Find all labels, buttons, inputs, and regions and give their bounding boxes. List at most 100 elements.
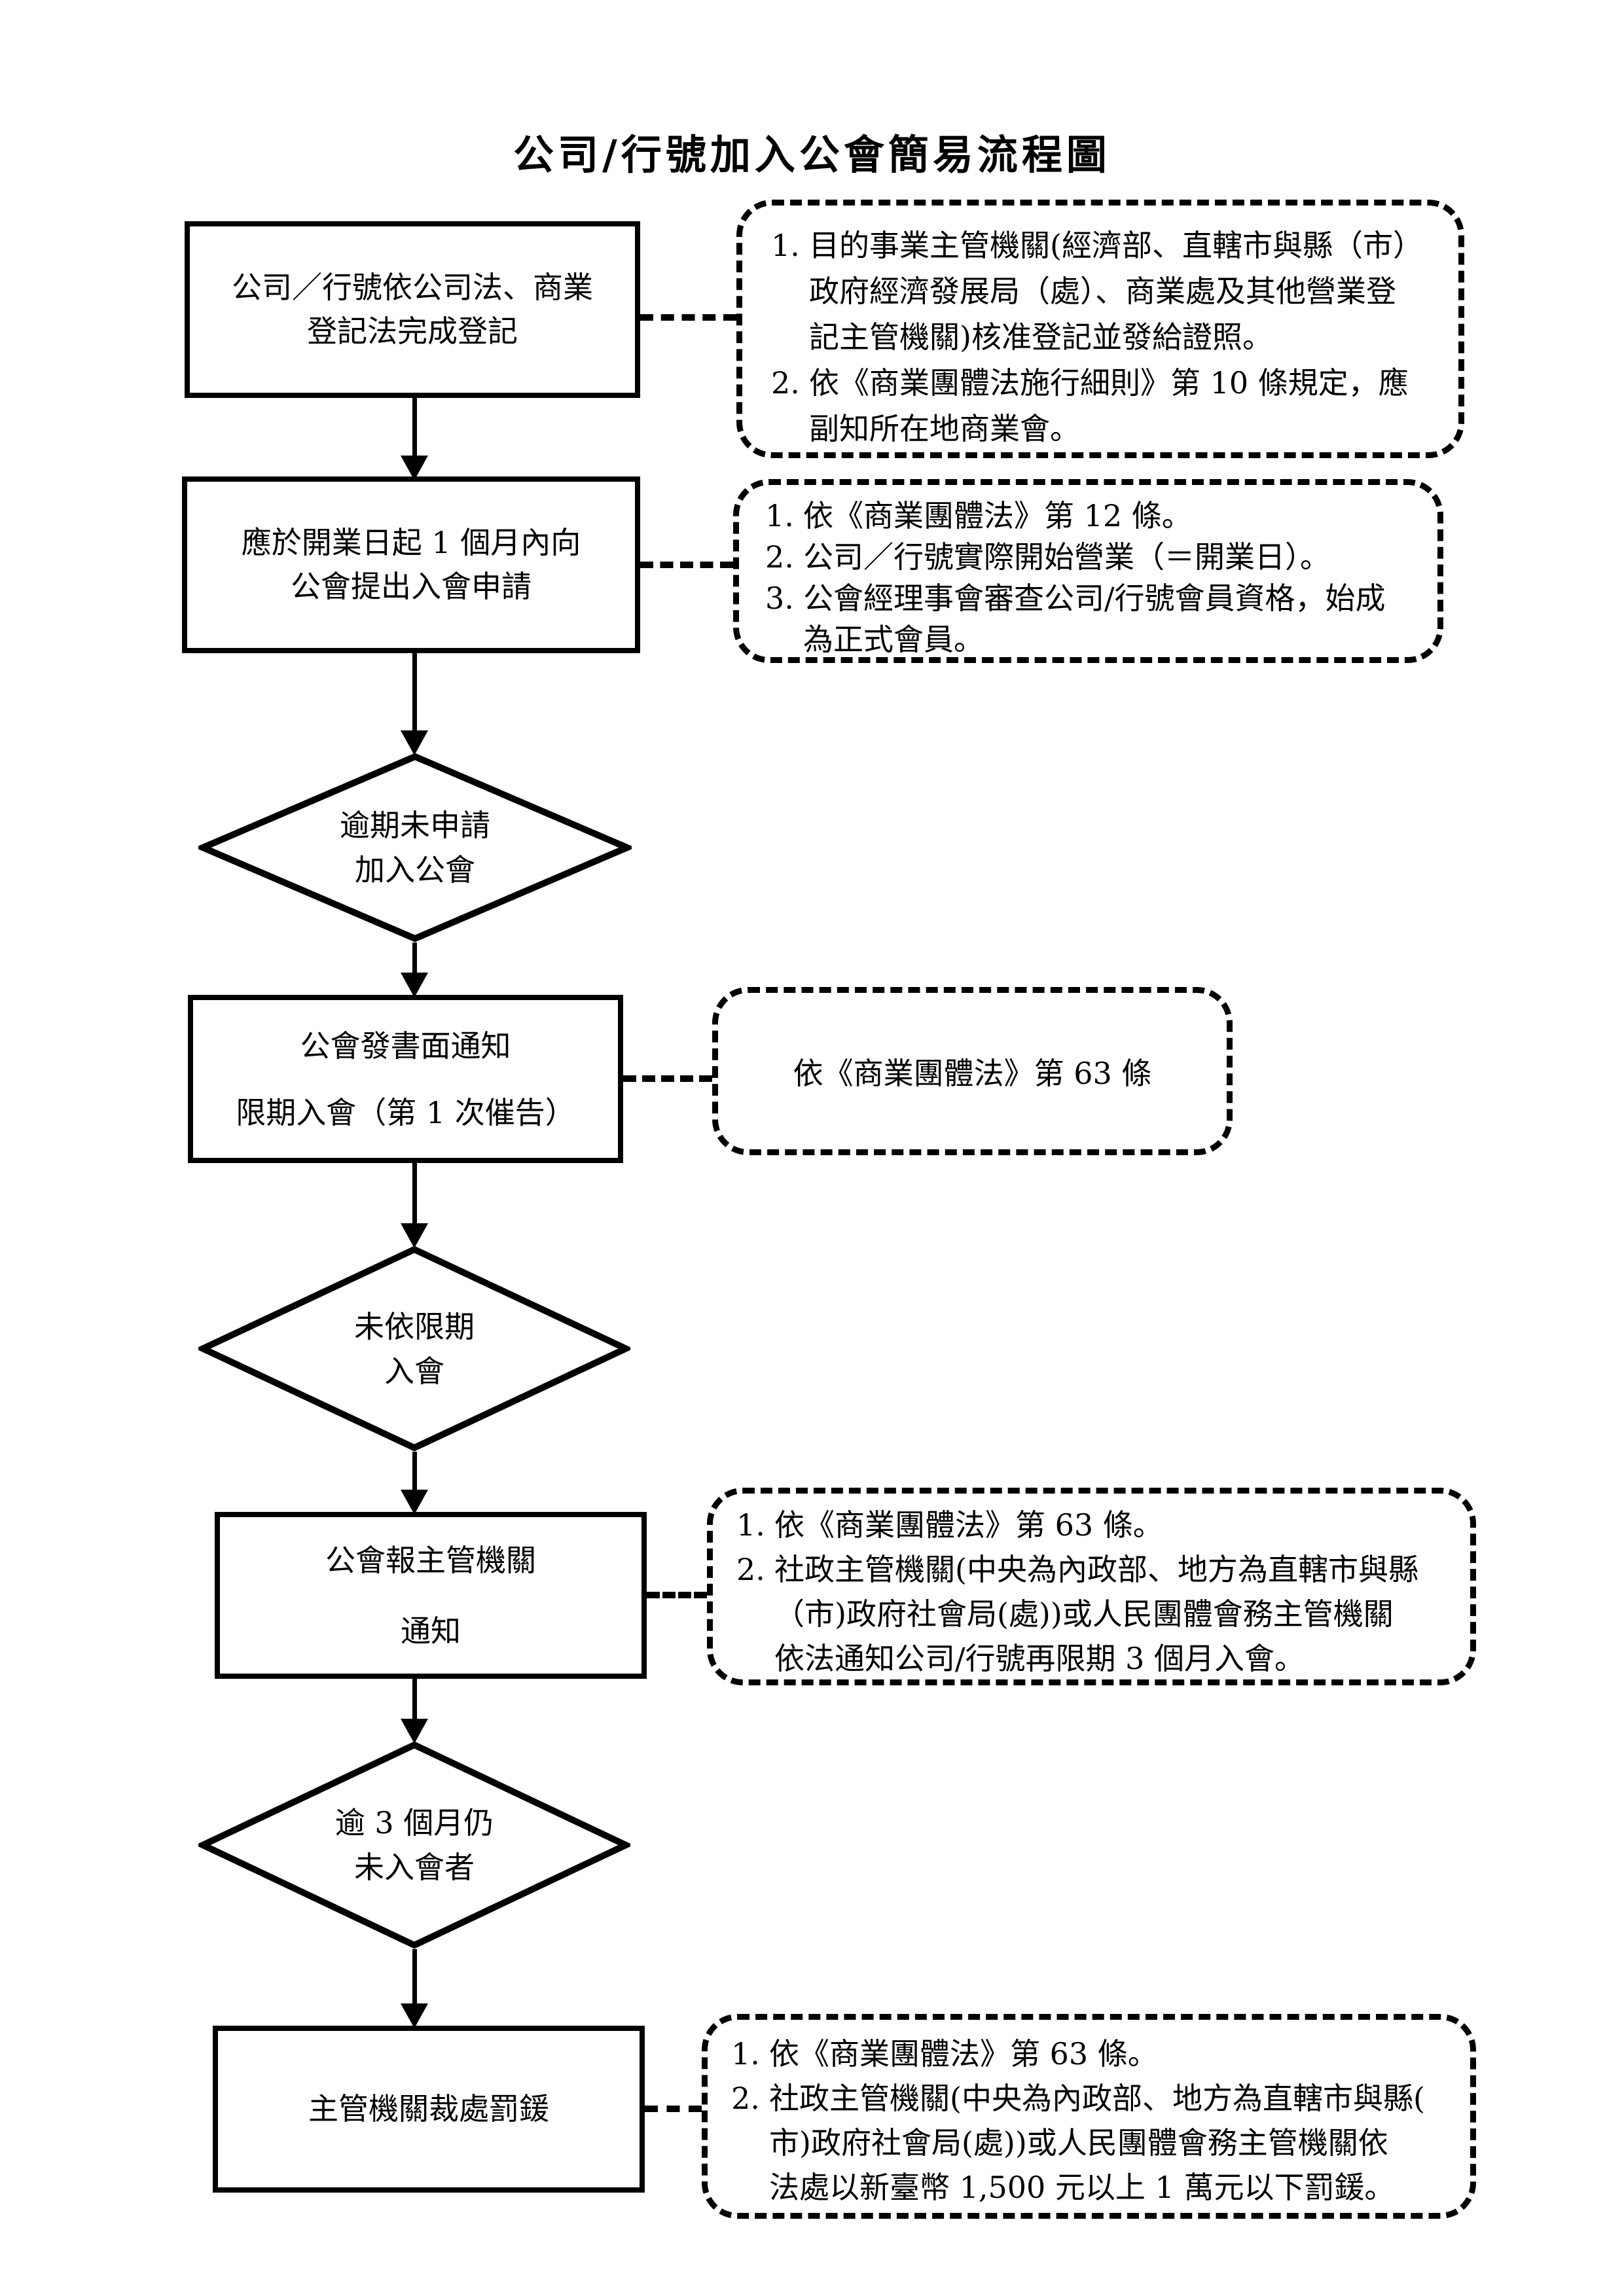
note-item: 1.依《商業團體法》第 63 條。 <box>731 2032 1451 2076</box>
note-line: 1. 目的事業主管機關(經濟部、直轄市與縣（市） <box>771 223 1432 268</box>
arrow-head-icon <box>401 1719 428 1744</box>
arrow-shaft <box>412 653 417 732</box>
arrow-head-icon <box>401 2003 428 2028</box>
note-line: 法處以新臺幣 1,500 元以上 1 萬元以下罰鍰。 <box>769 2170 1395 2205</box>
note-item-number: 1. <box>771 228 800 263</box>
note-item-text: 依《商業團體法》第 12 條。 <box>803 498 1192 533</box>
note-item: 1. 依《商業團體法》第 12 條。 <box>765 495 1415 537</box>
note-item-text: 依《商業團體法施行細則》第 10 條規定，應 <box>809 365 1409 401</box>
note-item-number: 1. <box>736 1507 765 1543</box>
decision-diamond-overdue-not-applied: 逾期未申請 加入公會 <box>198 753 632 942</box>
arrow-shaft <box>412 1163 417 1225</box>
process-box-line: 限期入會（第 1 次催告） <box>236 1094 575 1130</box>
arrow-shaft <box>412 1949 417 2005</box>
process-box-line: 應於開業日起 1 個月內向 <box>241 525 581 561</box>
note-line: 1.依《商業團體法》第 63 條。 <box>736 1503 1451 1547</box>
note-line: 市)政府社會局(處))或人民團體會務主管機關依 <box>769 2125 1388 2161</box>
dashed-connector-line <box>645 2106 702 2112</box>
process-box-line: 公會發書面通知 <box>300 1028 511 1064</box>
note-item-text: 社政主管機關(中央為內政部、地方為直轄市與縣( <box>769 2081 1425 2116</box>
decision-label: 未依限期 入會 <box>198 1246 630 1452</box>
arrow-head-icon <box>401 1223 428 1248</box>
flow-arrow-down-icon <box>400 942 429 997</box>
process-box-report-to-authority: 公會報主管機關 通知 <box>215 1512 647 1679</box>
decision-diamond-not-joined-by-deadline: 未依限期 入會 <box>198 1246 630 1452</box>
note-item-text: 社政主管機關(中央為內政部、地方為直轄市與縣 <box>774 1552 1418 1587</box>
dashed-connector-line <box>640 314 736 321</box>
flow-arrow-down-icon <box>400 1452 429 1515</box>
note-text: 依《商業團體法》第 63 條 <box>793 1055 1152 1091</box>
note-item-number: 2. <box>771 365 800 401</box>
note-item: 1. 目的事業主管機關(經濟部、直轄市與縣（市） 政府經濟發展局（處）、商業處及其… <box>771 223 1432 360</box>
note-item-text: 公會經理事會審查公司/行號會員資格，始成 <box>803 581 1386 616</box>
process-box-line: 公司／行號依公司法、商業 <box>232 270 593 306</box>
diamond-shape <box>198 753 632 942</box>
flow-arrow-down-icon <box>400 398 429 480</box>
decision-diamond-over-3-months-not-joined: 逾 3 個月仍 未入會者 <box>198 1741 630 1949</box>
note-item: 1.依《商業團體法》第 63 條。 <box>736 1503 1451 1547</box>
note-item: 2.公司／行號實際開始營業（＝開業日）。 <box>765 537 1415 578</box>
arrow-shaft <box>412 398 417 457</box>
note-line: 2. 社政主管機關(中央為內政部、地方為直轄市與縣( <box>731 2076 1451 2121</box>
note-box-registration-legal-basis: 1. 目的事業主管機關(經濟部、直轄市與縣（市） 政府經濟發展局（處）、商業處及其… <box>736 200 1464 458</box>
decision-label: 逾 3 個月仍 未入會者 <box>198 1741 630 1949</box>
arrow-head-icon <box>401 456 428 480</box>
note-item-number: 1. <box>765 498 794 533</box>
arrow-head-icon <box>401 730 428 755</box>
decision-line: 入會 <box>384 1353 444 1389</box>
note-item-text: 依《商業團體法》第 63 條。 <box>774 1507 1163 1543</box>
note-box-article-63: 依《商業團體法》第 63 條 <box>712 987 1233 1155</box>
note-item-number: 1. <box>731 2036 760 2072</box>
page-title: 公司/行號加入公會簡易流程圖 <box>513 131 1111 179</box>
decision-label: 逾期未申請 加入公會 <box>198 753 632 942</box>
note-line: 2. 社政主管機關(中央為內政部、地方為直轄市與縣 <box>736 1547 1451 1592</box>
process-box-line: 登記法完成登記 <box>307 314 518 349</box>
arrow-shaft <box>412 942 417 974</box>
note-item-text: 目的事業主管機關(經濟部、直轄市與縣（市） <box>809 228 1423 263</box>
arrow-shaft <box>412 1679 417 1720</box>
note-box-application-legal-basis: 1. 依《商業團體法》第 12 條。 2.公司／行號實際開始營業（＝開業日）。 3… <box>733 479 1443 663</box>
flow-arrow-down-icon <box>400 1679 429 1744</box>
note-item-number: 3. <box>765 581 794 616</box>
dashed-connector-line <box>640 562 733 568</box>
note-item-text: 公司／行號實際開始營業（＝開業日）。 <box>803 539 1330 575</box>
note-item-text: 依《商業團體法》第 63 條。 <box>769 2036 1158 2072</box>
note-line: （市)政府社會局(處))或人民團體會務主管機關 <box>774 1596 1394 1632</box>
process-box-fine-imposed: 主管機關裁處罰鍰 <box>213 2026 645 2193</box>
process-box-registration-complete: 公司／行號依公司法、商業 登記法完成登記 <box>185 221 640 398</box>
flow-arrow-down-icon <box>400 1163 429 1248</box>
note-line: 2.依《商業團體法施行細則》第 10 條規定，應 <box>771 360 1432 406</box>
note-line: 依法通知公司/行號再限期 3 個月入會。 <box>774 1641 1305 1676</box>
dashed-connector-line <box>623 1075 712 1082</box>
note-line: 3. 公會經理事會審查公司/行號會員資格，始成 <box>765 578 1415 619</box>
note-item-number: 2. <box>736 1552 765 1587</box>
process-box-line: 通知 <box>401 1613 461 1649</box>
note-item-number: 2. <box>765 539 794 575</box>
arrow-shaft <box>412 1452 417 1491</box>
decision-line: 逾期未申請 <box>340 808 490 843</box>
note-item-number: 2. <box>731 2081 760 2116</box>
note-item: 2. 社政主管機關(中央為內政部、地方為直轄市與縣 （市)政府社會局(處))或人民… <box>736 1547 1451 1681</box>
decision-line: 未依限期 <box>354 1308 475 1344</box>
note-item: 3. 公會經理事會審查公司/行號會員資格，始成 為正式會員。 <box>765 578 1415 660</box>
note-line: 2.公司／行號實際開始營業（＝開業日）。 <box>765 537 1415 578</box>
note-line: 1.依《商業團體法》第 63 條。 <box>731 2032 1451 2076</box>
note-line: 為正式會員。 <box>803 622 984 657</box>
note-line: 記主管機關)核准登記並發給證照。 <box>809 319 1272 355</box>
note-item: 2.依《商業團體法施行細則》第 10 條規定，應 副知所在地商業會。 <box>771 360 1432 452</box>
flow-arrow-down-icon <box>400 653 429 755</box>
diamond-shape <box>198 1246 630 1452</box>
process-box-line: 主管機關裁處罰鍰 <box>308 2091 549 2127</box>
decision-line: 未入會者 <box>354 1850 475 1885</box>
decision-line: 逾 3 個月仍 <box>334 1805 494 1840</box>
note-line: 副知所在地商業會。 <box>809 411 1080 446</box>
arrow-head-icon <box>401 1490 428 1515</box>
decision-line: 加入公會 <box>355 852 475 888</box>
note-line: 1. 依《商業團體法》第 12 條。 <box>765 495 1415 537</box>
note-line: 政府經濟發展局（處）、商業處及其他營業登 <box>809 274 1396 309</box>
process-box-line: 公會提出入會申請 <box>291 569 532 604</box>
process-box-written-notice-first-reminder: 公會發書面通知 限期入會（第 1 次催告） <box>188 995 623 1163</box>
note-item: 2. 社政主管機關(中央為內政部、地方為直轄市與縣( 市)政府社會局(處))或人民… <box>731 2076 1451 2210</box>
note-box-fine-legal-basis: 1.依《商業團體法》第 63 條。 2. 社政主管機關(中央為內政部、地方為直轄市… <box>702 2014 1476 2219</box>
